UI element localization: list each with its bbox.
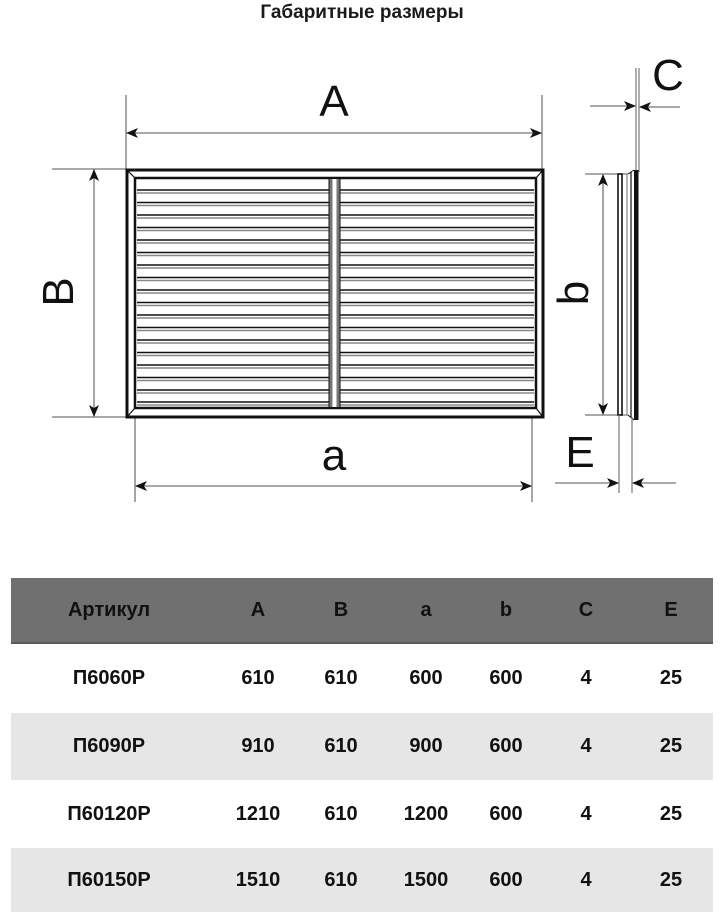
col-header-article: Артикул	[67, 598, 151, 621]
cell-b: 600	[489, 735, 523, 757]
cell-article: П6090Р	[72, 735, 146, 757]
cell-E: 25	[659, 802, 683, 825]
cell-b: 600	[489, 802, 523, 825]
table-row: П60120Р 1210 610 1200 600 4 25	[11, 780, 713, 848]
table-row: П6090Р 910 610 900 600 4 25	[11, 713, 713, 780]
dimensions-diagram: A a B	[34, 51, 684, 502]
col-header-b: b	[499, 598, 513, 621]
col-header-B: B	[333, 598, 349, 621]
cell-C: 4	[580, 868, 592, 891]
label-E: E	[565, 428, 594, 477]
cell-a: 600	[409, 667, 443, 689]
front-view: A a B	[34, 77, 545, 502]
cell-B: 610	[324, 735, 358, 757]
col-header-C: C	[578, 598, 594, 621]
grille-front	[125, 168, 545, 419]
cell-a: 1200	[403, 802, 449, 825]
page-title: Габаритные размеры	[260, 2, 464, 23]
cell-A: 1210	[235, 802, 281, 825]
cell-A: 1510	[235, 868, 281, 891]
cell-A: 610	[241, 667, 275, 689]
label-a: a	[322, 431, 347, 480]
center-divider	[328, 179, 341, 407]
cell-b: 600	[489, 667, 523, 689]
cell-B: 610	[324, 667, 358, 689]
cell-article: П60150Р	[67, 868, 151, 891]
dimensions-table: Артикул A B a b C E П6060Р 610 610 600 6…	[11, 578, 713, 912]
side-view: C E b	[549, 51, 684, 493]
table-row: П6060Р 610 610 600 600 4 25	[11, 644, 713, 713]
col-header-E: E	[664, 598, 678, 621]
cell-C: 4	[580, 735, 592, 757]
cell-E: 25	[659, 735, 683, 757]
cell-A: 910	[241, 735, 275, 757]
cell-B: 610	[324, 868, 358, 891]
grille-side-profile	[617, 169, 639, 421]
label-C: C	[652, 51, 684, 100]
label-B: B	[34, 277, 83, 306]
cell-article: П60120Р	[67, 802, 151, 825]
cell-C: 4	[580, 802, 592, 825]
table-header: Артикул A B a b C E	[11, 578, 713, 644]
col-header-A: A	[250, 598, 266, 621]
col-header-a: a	[420, 598, 432, 621]
cell-a: 900	[409, 735, 443, 757]
cell-C: 4	[580, 667, 592, 689]
cell-article: П6060Р	[72, 667, 146, 689]
label-b: b	[549, 281, 598, 305]
cell-b: 600	[489, 868, 523, 891]
label-A: A	[319, 77, 349, 126]
cell-E: 25	[659, 667, 683, 689]
dimension-C	[590, 101, 680, 112]
cell-B: 610	[324, 802, 358, 825]
table-row: П60150Р 1510 610 1500 600 4 25	[11, 848, 713, 912]
cell-E: 25	[659, 868, 683, 891]
cell-a: 1500	[403, 868, 449, 891]
